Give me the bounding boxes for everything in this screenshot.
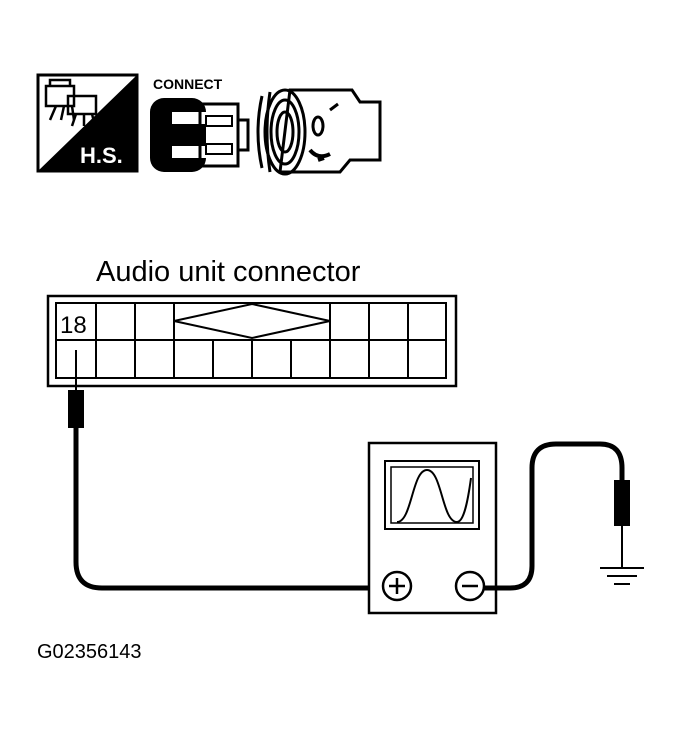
harness-sheet-icon: H.S. bbox=[36, 73, 139, 173]
connect-icon: CONNECT bbox=[150, 76, 250, 172]
oscilloscope: + − bbox=[367, 441, 498, 615]
harness-sheet-label: H.S. bbox=[80, 143, 123, 168]
pin-18-label: 18 bbox=[60, 312, 87, 339]
audio-unit-icon bbox=[256, 88, 382, 176]
connector-title: Audio unit connector bbox=[96, 256, 361, 288]
waveform bbox=[396, 468, 472, 524]
positive-probe bbox=[68, 350, 380, 591]
negative-probe bbox=[484, 441, 630, 591]
audio-unit-connector: 18 bbox=[46, 294, 458, 388]
connect-label: CONNECT bbox=[153, 76, 223, 92]
plus-terminal: + bbox=[381, 570, 413, 602]
ground-icon bbox=[600, 567, 644, 585]
minus-terminal: − bbox=[454, 570, 486, 602]
figure-id: G02356143 bbox=[37, 641, 142, 663]
